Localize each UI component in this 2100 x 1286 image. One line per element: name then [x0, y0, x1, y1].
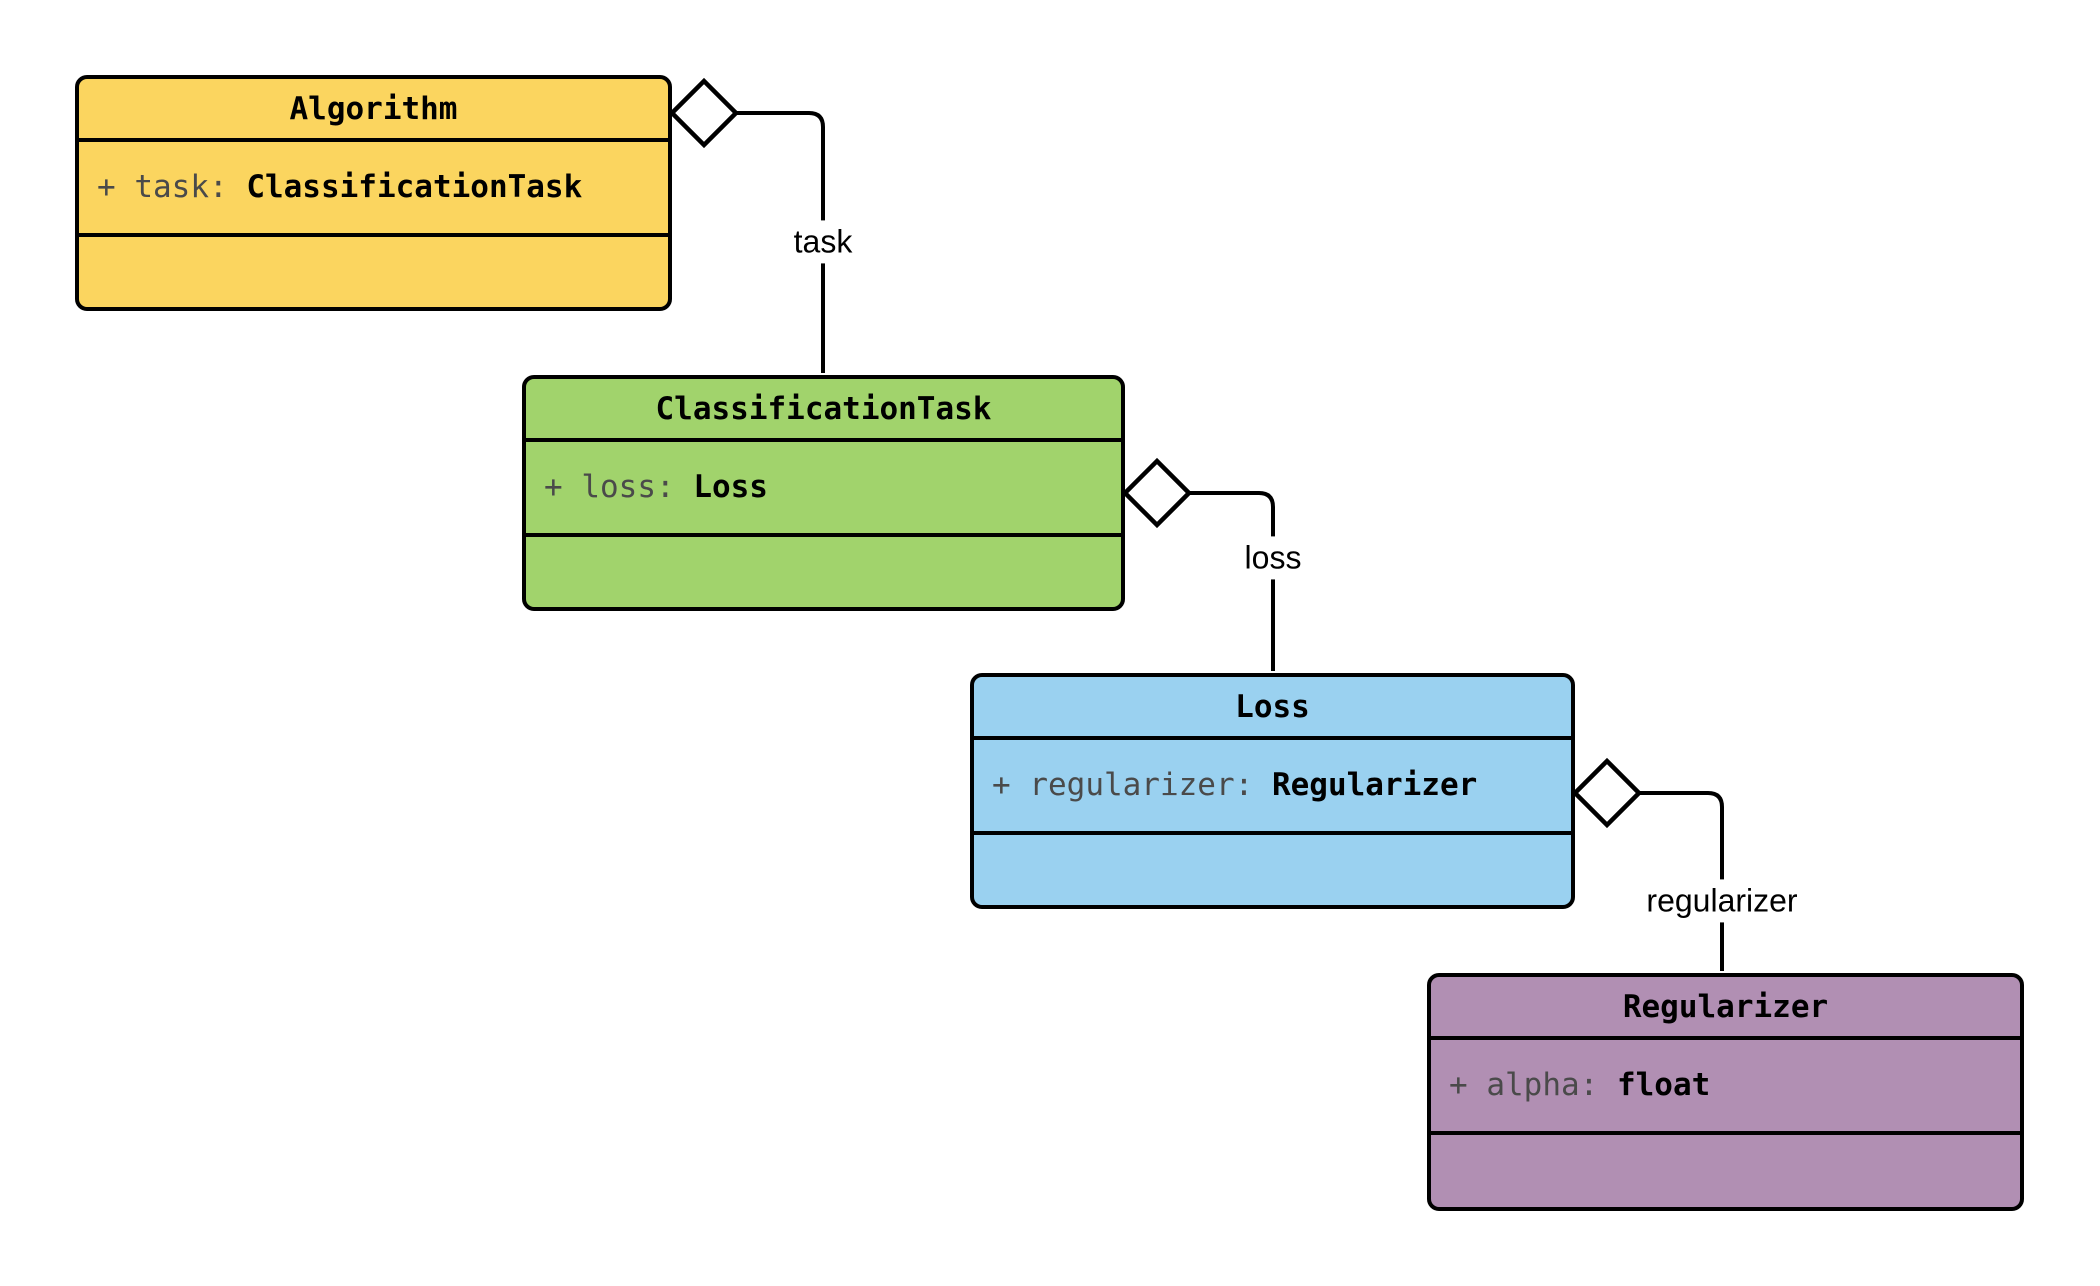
attribute-name: + loss:	[544, 469, 694, 505]
class-methods-section	[1431, 1135, 2020, 1207]
edge-task[interactable]	[668, 77, 825, 373]
attribute-name: + task:	[97, 169, 247, 205]
class-box-loss[interactable]: Loss + regularizer: Regularizer	[970, 673, 1575, 909]
aggregation-diamond-icon	[1571, 757, 1643, 829]
class-methods-section	[974, 835, 1571, 905]
class-box-classificationtask[interactable]: ClassificationTask + loss: Loss	[522, 375, 1125, 611]
aggregation-diamond-icon	[668, 77, 740, 149]
class-title: Algorithm	[79, 79, 668, 142]
class-box-algorithm[interactable]: Algorithm + task: ClassificationTask	[75, 75, 672, 311]
class-attributes: + task: ClassificationTask	[79, 142, 668, 237]
class-title: Loss	[974, 677, 1571, 740]
edge-label-regularizer[interactable]: regularizer	[1636, 879, 1808, 923]
attribute-type: Loss	[693, 469, 768, 505]
edge-label-loss[interactable]: loss	[1234, 536, 1312, 580]
attribute-type: float	[1616, 1067, 1711, 1103]
edge-task-line[interactable]	[736, 111, 825, 373]
class-attributes: + regularizer: Regularizer	[974, 740, 1571, 835]
edge-regularizer[interactable]	[1571, 757, 1724, 971]
class-title: Regularizer	[1431, 977, 2020, 1040]
edge-label-task[interactable]: task	[783, 220, 863, 264]
class-methods-section	[526, 537, 1121, 607]
aggregation-diamond-icon	[1121, 457, 1193, 529]
attribute-name: + alpha:	[1449, 1067, 1617, 1103]
edge-regularizer-line[interactable]	[1639, 791, 1724, 971]
attribute-type: Regularizer	[1271, 767, 1478, 803]
edge-loss-line[interactable]	[1189, 491, 1275, 671]
class-title: ClassificationTask	[526, 379, 1121, 442]
edge-loss[interactable]	[1121, 457, 1275, 671]
class-attributes: + loss: Loss	[526, 442, 1121, 537]
class-methods-section	[79, 237, 668, 307]
class-attributes: + alpha: float	[1431, 1040, 2020, 1135]
attribute-name: + regularizer:	[992, 767, 1272, 803]
attribute-type: ClassificationTask	[246, 169, 583, 205]
class-box-regularizer[interactable]: Regularizer + alpha: float	[1427, 973, 2024, 1211]
